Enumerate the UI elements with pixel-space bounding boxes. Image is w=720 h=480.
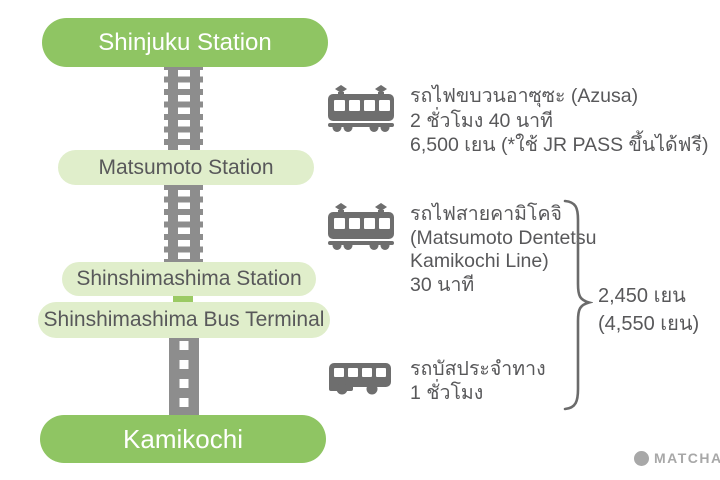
matcha-logo-icon: [634, 450, 649, 466]
segment-line: Kamikochi Line): [410, 250, 549, 272]
segment-line: (Matsumoto Dentetsu: [410, 226, 597, 249]
station-pill-kamikochi: Kamikochi: [40, 415, 326, 463]
segment-description-bus: รถบัสประจำทาง 1 ชั่วโมง: [410, 358, 546, 405]
bus-icon: [329, 363, 391, 395]
segment-line: 6,500 เยน (*ใช้ JR PASS ขึ้นได้ฟรี): [410, 134, 709, 156]
station-label: Shinshimashima Station: [76, 267, 302, 290]
train-icon: [328, 85, 394, 132]
station-pill-shinshimashima-bus-terminal: Shinshimashima Bus Terminal: [38, 302, 330, 338]
station-label: Kamikochi: [123, 423, 243, 454]
segment-line: 30 นาที: [410, 273, 475, 296]
segment-line: 2 ชั่วโมง 40 นาที: [410, 109, 553, 132]
train-icon: [328, 203, 394, 250]
station-pill-shinjuku: Shinjuku Station: [42, 18, 328, 67]
price-line: 2,450 เยน: [598, 285, 686, 307]
segment-description-azusa: รถไฟขบวนอาซุซะ (Azusa) 2 ชั่วโมง 40 นาที…: [410, 84, 708, 158]
segment-line: 1 ชั่วโมง: [410, 381, 484, 404]
station-label: Shinshimashima Bus Terminal: [43, 308, 325, 331]
segment-line: รถไฟขบวนอาซุซะ (Azusa): [410, 85, 639, 107]
station-pill-shinshimashima-station: Shinshimashima Station: [62, 262, 316, 296]
station-pill-matsumoto: Matsumoto Station: [58, 150, 314, 185]
price-brace-icon: [563, 199, 593, 411]
railway-track-icon: [164, 184, 203, 264]
total-price: 2,450 เยน (4,550 เยน): [598, 282, 699, 338]
matcha-logo-text: MATCHA: [654, 450, 720, 466]
matcha-logo: MATCHA: [634, 450, 720, 466]
station-label: Matsumoto Station: [98, 155, 274, 179]
segment-line: รถไฟสายคามิโคจิ: [410, 203, 562, 225]
segment-description-kamikochi-line: รถไฟสายคามิโคจิ (Matsumoto Dentetsu Kami…: [410, 203, 596, 297]
price-line: (4,550 เยน): [598, 313, 700, 335]
segment-line: รถบัสประจำทาง: [410, 358, 546, 380]
road-icon: [169, 336, 199, 416]
railway-track-icon: [164, 64, 203, 152]
station-connector: [173, 294, 193, 305]
station-label: Shinjuku Station: [98, 28, 272, 56]
